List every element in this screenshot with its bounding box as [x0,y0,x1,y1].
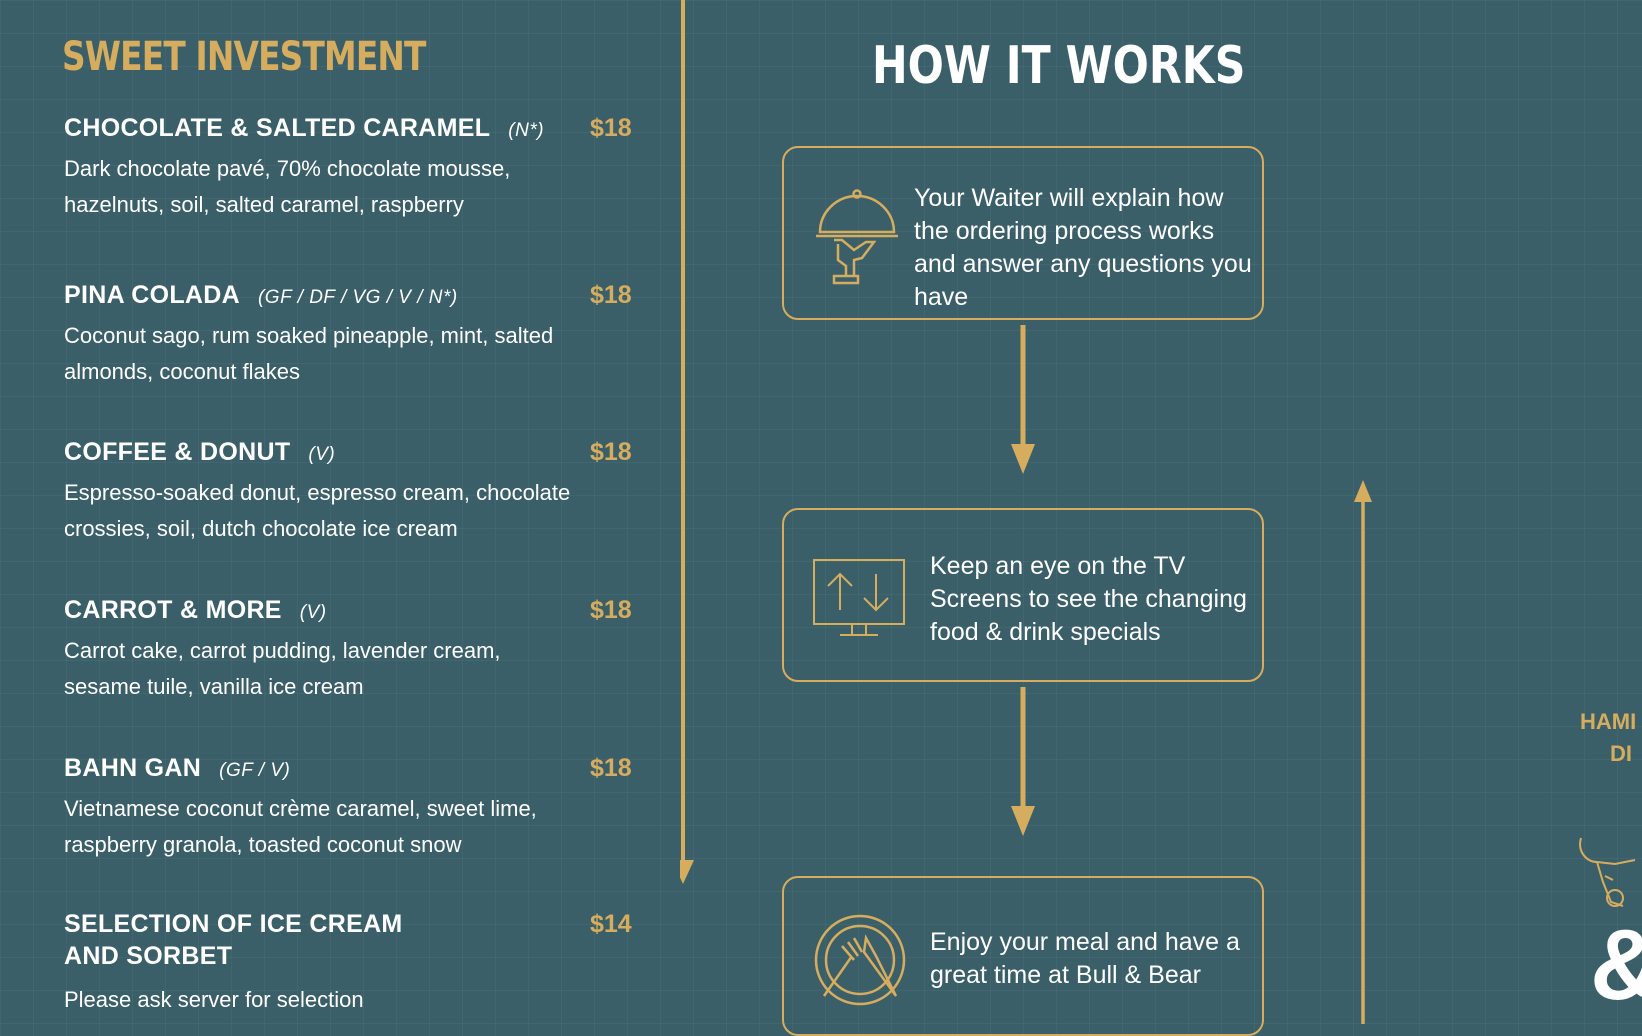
divider-arrow-down [680,0,694,884]
item-description: Coconut sago, rum soaked pineapple, mint… [64,323,554,384]
item-name: PINA COLADA [64,281,240,309]
item-name: SELECTION OF ICE CREAM AND SORBET [64,910,403,970]
menu-item-carrot: CARROT & MORE (V) $18 Carrot cake, carrot… [64,594,634,705]
ampersand-logo: & [1590,915,1642,1015]
menu-item-bahn-gan: BAHN GAN (GF / V) $18 Vietnamese coconut … [64,752,634,863]
item-price: $18 [590,754,632,782]
item-tags: (V) [299,602,327,623]
item-name: COFFEE & DONUT [64,438,291,466]
step-text: Keep an eye on the TV Screens to see the… [930,552,1247,646]
plate-cutlery-icon [814,914,906,1006]
item-price: $18 [590,114,632,142]
step-card: Your Waiter will explain how the orderin… [782,146,1264,320]
item-description: Please ask server for selection [64,987,364,1012]
item-tags: (GF / V) [219,760,291,781]
menu-item-ice-cream: SELECTION OF ICE CREAM AND SORBET $14 Pl… [64,908,634,1018]
step-card: Keep an eye on the TV Screens to see the… [782,508,1264,682]
menu-section-title: SWEET INVESTMENT [62,34,426,80]
side-text: HAMI DI [1580,706,1642,770]
menu-item-coffee-donut: COFFEE & DONUT (V) $18 Espresso-soaked do… [64,436,634,547]
side-line: DI [1610,741,1632,766]
item-tags: (V) [308,444,336,465]
item-description: Dark chocolate pavé, 70% chocolate mouss… [64,156,511,217]
item-description: Carrot cake, carrot pudding, lavender cr… [64,638,501,699]
menu-item-chocolate: CHOCOLATE & SALTED CARAMEL (N*) $18 Dark … [64,112,634,223]
item-name: BAHN GAN [64,754,202,782]
menu-item-pina-colada: PINA COLADA (GF / DF / VG / V / N*) $18 C… [64,279,634,390]
item-name: CHOCOLATE & SALTED CARAMEL [64,114,491,142]
item-tags: (N*) [508,120,545,141]
item-name: CARROT & MORE [64,596,282,624]
item-price: $18 [590,281,632,309]
side-line: HAMI [1580,709,1637,734]
bull-icon [1579,837,1636,907]
item-description: Espresso-soaked donut, espresso cream, c… [64,480,571,541]
step-text: Enjoy your meal and have a great time at… [930,928,1240,989]
cloche-icon [816,189,898,285]
item-price: $14 [590,910,632,938]
how-it-works-title: HOW IT WORKS [872,36,1246,96]
step-text: Your Waiter will explain how the orderin… [914,184,1252,311]
step-card: Enjoy your meal and have a great time at… [782,876,1264,1036]
item-tags: (GF / DF / VG / V / N*) [257,287,458,308]
tv-screen-icon [813,559,905,636]
item-description: Vietnamese coconut crème caramel, sweet … [64,796,537,857]
item-price: $18 [590,596,632,624]
item-price: $18 [590,438,632,466]
